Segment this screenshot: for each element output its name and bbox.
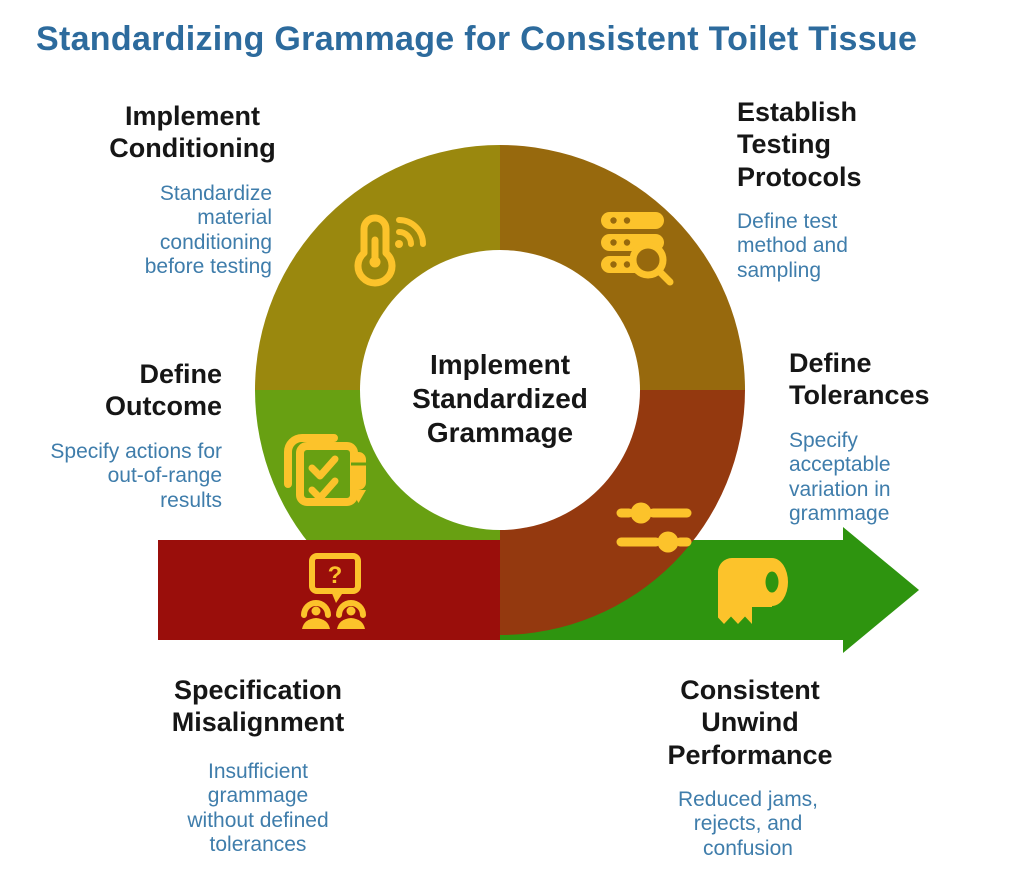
establish-testing-protocols-description: Define test method and sampling xyxy=(737,210,848,282)
arrow-head xyxy=(843,527,919,653)
server-bar xyxy=(601,212,664,229)
slider-knob xyxy=(657,531,679,553)
slider-knob xyxy=(630,502,652,524)
check-mark xyxy=(308,477,339,502)
bubble-tail xyxy=(331,591,344,603)
roll-hole xyxy=(765,571,779,593)
implement-conditioning-heading: Implement Conditioning xyxy=(109,101,276,164)
signal-dot xyxy=(395,240,403,248)
magnifier-lens xyxy=(629,241,667,279)
sliders-icon xyxy=(616,502,692,553)
center-label: Implement Standardized Grammage xyxy=(412,349,588,449)
page-title: Standardizing Grammage for Consistent To… xyxy=(36,20,918,58)
magnifier-handle xyxy=(655,267,674,286)
server-search-icon xyxy=(601,212,674,286)
person-head-arc xyxy=(336,600,366,618)
define-tolerances-description: Specify acceptable variation in grammage xyxy=(789,429,891,526)
specification-misalignment-description: Insufficient grammage without defined to… xyxy=(187,760,329,857)
question-mark: ? xyxy=(328,562,343,589)
establish-testing-protocols-heading: Establish Testing Protocols xyxy=(737,97,862,192)
consistent-unwind-performance-heading: Consistent Unwind Performance xyxy=(667,675,833,770)
consistent-unwind-performance-description: Reduced jams, rejects, and confusion xyxy=(677,788,819,860)
person-head-arc xyxy=(301,600,331,618)
page-curl xyxy=(284,434,338,488)
donut-hole xyxy=(360,250,640,530)
thermometer-bulb xyxy=(369,256,381,268)
define-outcome-heading: Define Outcome xyxy=(104,359,222,422)
person-shoulders xyxy=(302,618,330,629)
define-outcome-description: Specify actions for out-of-range results xyxy=(50,440,222,512)
pen-tip xyxy=(351,490,366,503)
checklist-pen-icon xyxy=(284,434,366,506)
thermometer-signal-icon xyxy=(354,214,426,287)
specification-misalignment-heading: Specification Misalignment xyxy=(171,675,345,738)
signal-arc-small xyxy=(396,229,414,247)
implement-conditioning-description: Standardize material conditioning before… xyxy=(144,182,272,279)
define-tolerances-heading: Define Tolerances xyxy=(789,348,930,411)
question-discussion-icon: ? xyxy=(301,553,366,629)
signal-arc-large xyxy=(396,217,426,247)
toilet-roll-icon xyxy=(718,558,788,624)
thermometer-outline xyxy=(354,214,396,287)
pen-body xyxy=(351,452,366,490)
person-shoulders xyxy=(337,618,365,629)
check-mark xyxy=(308,455,339,480)
